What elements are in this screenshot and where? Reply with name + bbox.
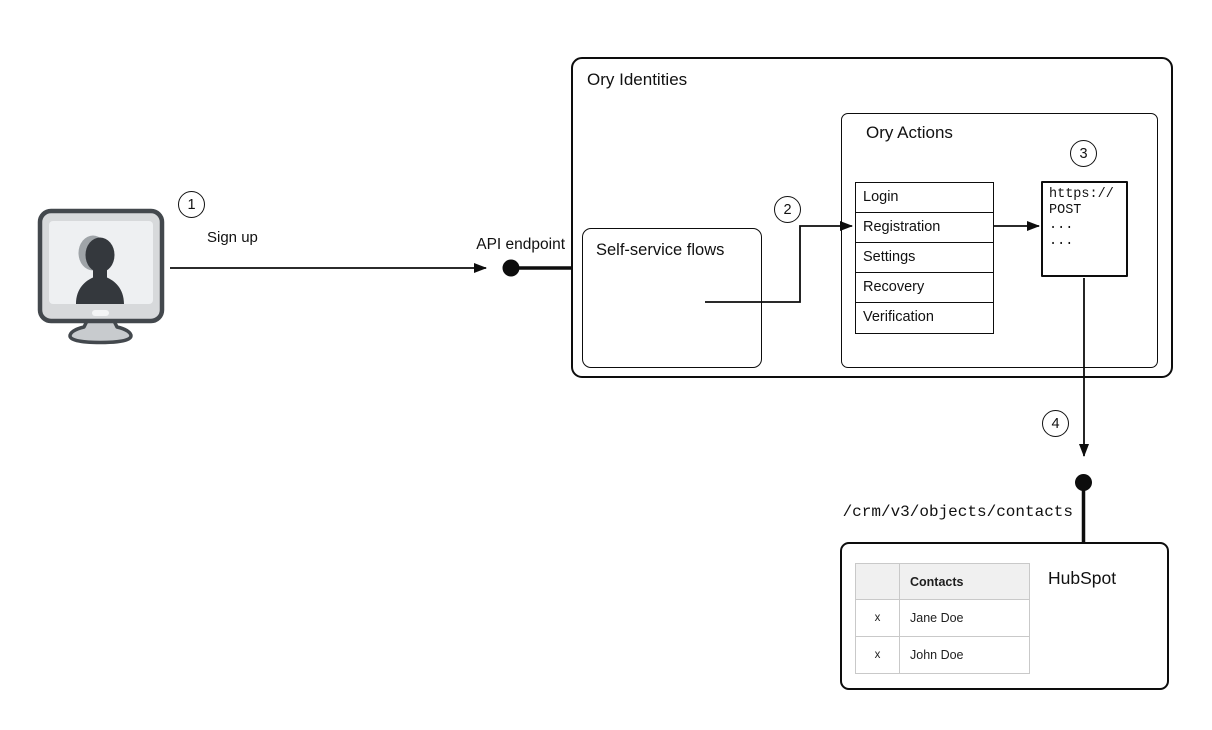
code-line: POST [1049, 202, 1082, 218]
contact-row-marker: x [855, 636, 900, 674]
flows-list: Login Registration Settings Recovery Ver… [855, 182, 994, 334]
flow-row-registration: Registration [855, 212, 994, 244]
crm-path-label: /crm/v3/objects/contacts [842, 503, 1073, 521]
contact-name: John Doe [899, 636, 1030, 674]
user-silhouette-icon [76, 235, 124, 304]
hubspot-endpoint-node-icon [1075, 474, 1092, 491]
step-badge-3: 3 [1070, 140, 1097, 167]
monitor-user-icon [37, 208, 165, 345]
flow-row-settings: Settings [855, 242, 994, 274]
monitor-stand [68, 317, 133, 345]
monitor-button [92, 310, 109, 316]
hubspot-title: HubSpot [1048, 568, 1117, 588]
flow-row-recovery: Recovery [855, 272, 994, 304]
step-badge-4: 4 [1042, 410, 1069, 437]
code-line: ... [1049, 233, 1074, 249]
self-service-flows-box: Self-service flows [582, 228, 762, 368]
contacts-header-row: Contacts [855, 563, 1030, 600]
code-line: ... [1049, 218, 1074, 233]
contacts-header-label: Contacts [899, 563, 1030, 600]
step-badge-2: 2 [774, 196, 801, 223]
table-row: x Jane Doe [855, 599, 1030, 637]
sign-up-label: Sign up [207, 229, 258, 246]
contacts-header-empty [855, 563, 900, 600]
api-endpoint-label: API endpoint [476, 236, 565, 253]
contact-name: Jane Doe [899, 599, 1030, 637]
code-line: https:// [1049, 187, 1114, 202]
flow-row-verification: Verification [855, 302, 994, 334]
self-service-flows-title: Self-service flows [596, 241, 725, 259]
webhook-code-box: https:// POST ... ... [1041, 181, 1128, 277]
table-row: x John Doe [855, 636, 1030, 674]
ory-actions-title: Ory Actions [866, 123, 953, 142]
ory-identities-title: Ory Identities [587, 70, 688, 89]
api-endpoint-node-icon [502, 259, 520, 277]
step-badge-1: 1 [178, 191, 205, 218]
flow-row-login: Login [855, 182, 994, 214]
contact-row-marker: x [855, 599, 900, 637]
contacts-table: Contacts x Jane Doe x John Doe [855, 563, 1030, 674]
